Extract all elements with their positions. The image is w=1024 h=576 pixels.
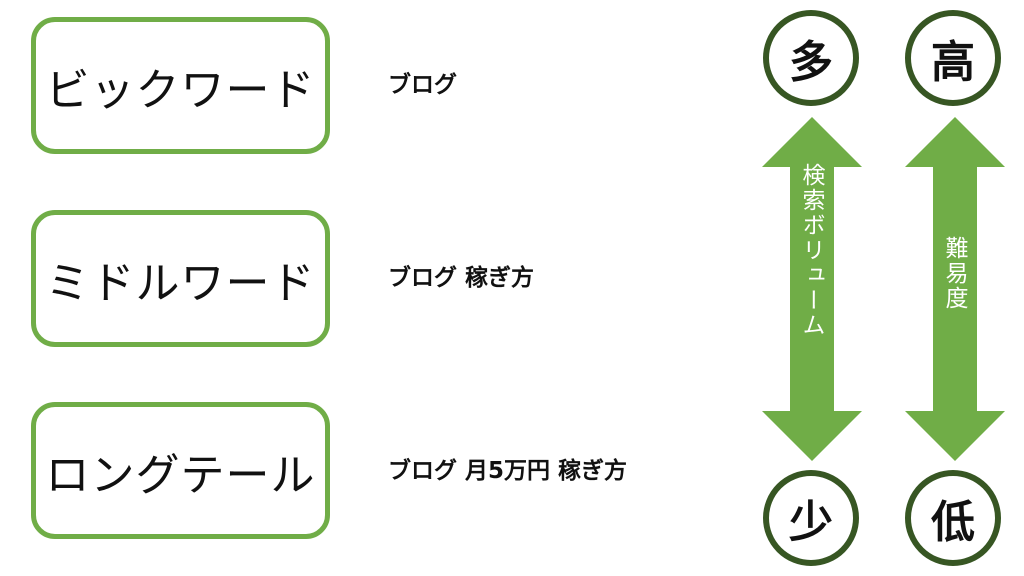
difficulty-high-label: 高 [931, 37, 975, 88]
example-keyword-longtail: ブログ 月5万円 稼ぎ方 [388, 458, 628, 484]
difficulty-low-circle: 低 [905, 470, 1001, 566]
keyword-label-big: ビックワード [45, 64, 316, 116]
volume-high-circle: 多 [763, 10, 859, 106]
example-keyword-big: ブログ [388, 72, 457, 98]
keyword-label-longtail: ロングテール [45, 449, 316, 501]
keyword-box-longtail: ロングテール [31, 402, 330, 539]
difficulty-double-arrow [905, 117, 1005, 461]
difficulty-label: 難易度 [941, 236, 967, 311]
volume-double-arrow [762, 117, 862, 461]
volume-low-circle: 少 [763, 470, 859, 566]
keyword-box-middle: ミドルワード [31, 210, 330, 347]
example-keyword-middle: ブログ 稼ぎ方 [388, 265, 535, 291]
volume-label: 検索ボリューム [798, 163, 824, 338]
volume-high-label: 多 [789, 37, 833, 88]
difficulty-low-label: 低 [931, 497, 975, 548]
keyword-box-big: ビックワード [31, 17, 330, 154]
volume-low-label: 少 [789, 497, 833, 548]
difficulty-high-circle: 高 [905, 10, 1001, 106]
keyword-label-middle: ミドルワード [45, 257, 316, 309]
